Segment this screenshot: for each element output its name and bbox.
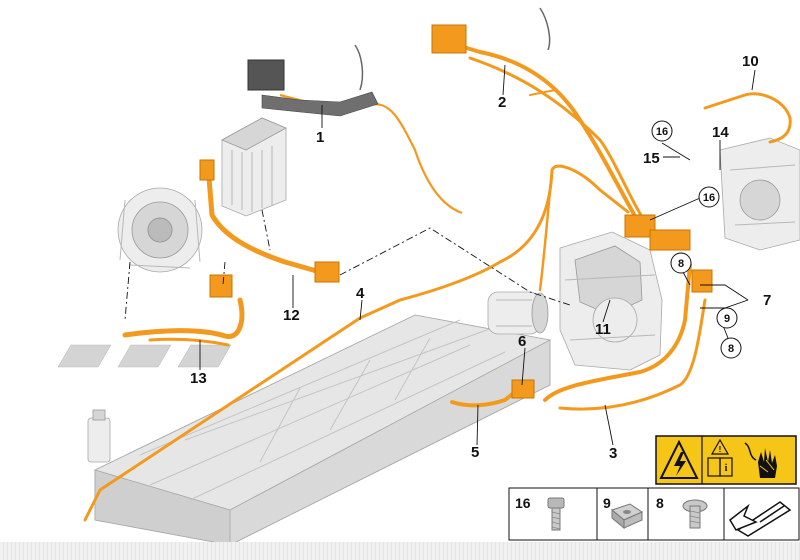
high-voltage-warning-icon: [659, 439, 699, 479]
callout-15: 15: [643, 150, 660, 167]
svg-text:!: !: [719, 445, 722, 454]
battery-pack: [57, 314, 552, 546]
callout-2: 2: [498, 94, 506, 111]
callout-1: 1: [316, 129, 324, 146]
callout-11: 11: [595, 321, 611, 338]
svg-text:16: 16: [515, 495, 531, 511]
folded-corner-arrow-icon: [729, 501, 792, 537]
callout-13: 13: [190, 370, 207, 387]
callout-3: 3: [609, 445, 617, 462]
torx-screw-icon: [682, 499, 708, 529]
legend-item-8: 8: [656, 495, 708, 529]
circled-16-mid: 16: [698, 186, 720, 208]
gearbox-housing: [559, 231, 663, 371]
hv-cables: [83, 38, 792, 522]
harness-bracket: [247, 44, 379, 117]
svg-text:8: 8: [678, 258, 684, 270]
legend-item-9: 9: [603, 495, 644, 530]
electric-motor: [117, 187, 203, 273]
svg-text:8: 8: [656, 495, 664, 511]
hv-warning-label: ! i: [655, 435, 797, 485]
circled-8-top: 8: [670, 252, 692, 274]
do-not-touch-hand-icon: [744, 442, 777, 478]
power-electronics-box: [221, 117, 287, 217]
circled-labels: 16 16 8 9 8: [651, 120, 742, 359]
parts-legend: 16 9 8: [508, 487, 800, 541]
square-nut-icon: [610, 503, 644, 530]
callout-10: 10: [742, 53, 759, 70]
callout-12: 12: [283, 307, 300, 324]
harness-bracket-2: [431, 7, 551, 54]
svg-text:i: i: [725, 463, 728, 474]
ac-compressor: [487, 291, 549, 335]
charging-socket: [87, 409, 111, 463]
legend-item-16: 16: [515, 495, 565, 531]
circled-9: 9: [716, 307, 738, 329]
callout-5: 5: [471, 444, 479, 461]
footer-strip: [0, 542, 800, 560]
callout-labels: 1 2 3 4 5 6 7 10 11 12 13 14 15: [190, 53, 771, 462]
callout-7: 7: [763, 292, 771, 309]
callout-4: 4: [356, 285, 365, 302]
range-extender-engine: [719, 137, 800, 251]
svg-text:16: 16: [656, 126, 668, 138]
bolt-icon: [547, 497, 565, 531]
circled-16-top: 16: [651, 120, 673, 142]
callout-6: 6: [518, 333, 526, 350]
svg-text:9: 9: [603, 495, 611, 511]
svg-text:8: 8: [728, 343, 734, 355]
svg-text:9: 9: [724, 313, 730, 325]
svg-text:16: 16: [703, 192, 715, 204]
callout-14: 14: [712, 124, 729, 141]
circled-8-bottom: 8: [720, 337, 742, 359]
read-manual-icon: ! i: [707, 438, 733, 477]
assembly-lines: [124, 209, 571, 321]
